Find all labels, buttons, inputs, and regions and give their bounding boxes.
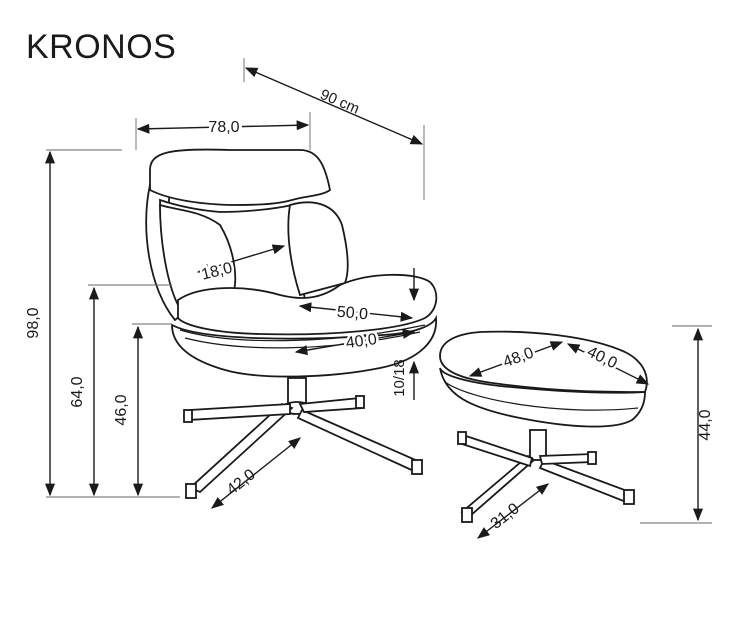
chair-star-base	[183, 395, 423, 499]
dim-ottoman-height: 44,0	[640, 325, 714, 524]
dim-seat-cushion: 10/18	[391, 268, 420, 400]
product-title: KRONOS	[26, 28, 177, 66]
depth-total-label: 90 cm	[318, 86, 362, 118]
seat-cushion-label: 10/18	[391, 359, 408, 397]
ottoman-shell	[439, 367, 646, 428]
armrest-height-label: 64,0	[69, 376, 86, 407]
width-label: 78,0	[208, 119, 239, 136]
seat-depth-label: 50,0	[336, 304, 369, 324]
ottoman-column	[529, 429, 547, 461]
chair-right-armrest	[287, 201, 349, 297]
chair-headrest	[149, 148, 331, 206]
height-total-label: 98,0	[25, 307, 42, 338]
dim-chair-base: 42,0	[211, 437, 301, 509]
ottoman-height-label: 44,0	[697, 409, 714, 440]
dim-seat-height: 46,0	[113, 323, 172, 497]
dim-height-total: 98,0	[25, 149, 180, 498]
seat-height-label: 46,0	[113, 394, 130, 425]
ottoman-base-label: 31,0	[488, 500, 523, 533]
dim-width: 78,0	[135, 112, 311, 150]
dim-armrest-height: 64,0	[69, 284, 172, 497]
